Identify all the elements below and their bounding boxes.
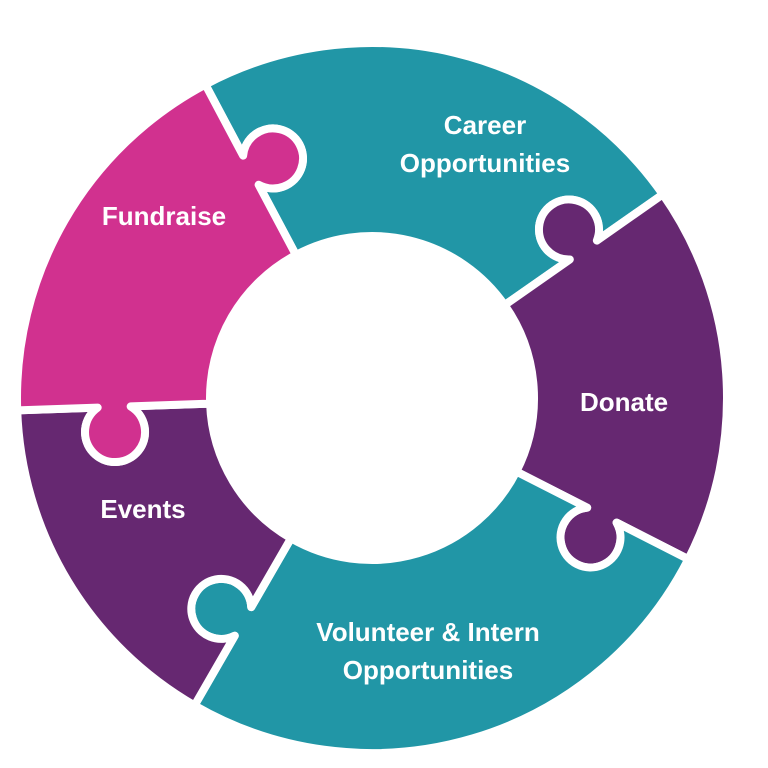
fundraise-piece[interactable]	[13, 80, 307, 467]
center-hole	[210, 236, 534, 560]
